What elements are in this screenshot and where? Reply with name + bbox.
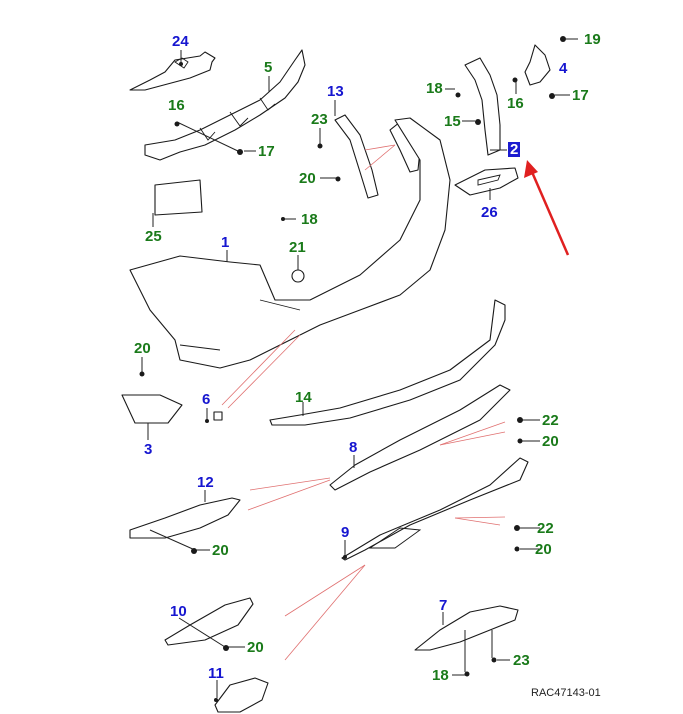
part-14-strip[interactable] bbox=[269, 299, 506, 426]
label-22[interactable]: 22 bbox=[542, 412, 559, 429]
part-2-bracket[interactable] bbox=[464, 57, 501, 156]
label-20[interactable]: 20 bbox=[299, 170, 316, 187]
label-7[interactable]: 7 bbox=[439, 597, 448, 614]
label-13[interactable]: 13 bbox=[327, 83, 344, 100]
part-25-panel[interactable] bbox=[154, 179, 203, 216]
label-20[interactable]: 20 bbox=[247, 639, 264, 656]
part-4-bracket[interactable] bbox=[524, 44, 551, 86]
leader-lines bbox=[141, 38, 578, 698]
label-24[interactable]: 24 bbox=[172, 33, 189, 50]
part-9-diffuser[interactable] bbox=[341, 457, 529, 561]
label-18[interactable]: 18 bbox=[432, 667, 449, 684]
label-23[interactable]: 23 bbox=[311, 111, 328, 128]
label-18[interactable]: 18 bbox=[426, 80, 443, 97]
part-10-bracket[interactable] bbox=[164, 597, 254, 646]
part-6-cap[interactable] bbox=[213, 411, 223, 421]
part-8-trim[interactable] bbox=[329, 384, 511, 491]
part-5-beam[interactable] bbox=[144, 49, 306, 161]
part-21-sensor[interactable] bbox=[291, 269, 305, 283]
label-10[interactable]: 10 bbox=[170, 603, 187, 620]
label-15[interactable]: 15 bbox=[444, 113, 461, 130]
label-9[interactable]: 9 bbox=[341, 524, 350, 541]
label-21[interactable]: 21 bbox=[289, 239, 306, 256]
part-11-tip[interactable] bbox=[214, 677, 269, 713]
part-7-panel[interactable] bbox=[414, 605, 519, 651]
label-19[interactable]: 19 bbox=[584, 31, 601, 48]
label-16[interactable]: 16 bbox=[168, 97, 185, 114]
label-1[interactable]: 1 bbox=[221, 234, 230, 251]
label-17[interactable]: 17 bbox=[258, 143, 275, 160]
label-5[interactable]: 5 bbox=[264, 59, 273, 76]
part-13-bracket[interactable] bbox=[334, 114, 379, 199]
label-20[interactable]: 20 bbox=[134, 340, 151, 357]
part-24-bracket[interactable] bbox=[129, 51, 216, 91]
label-20[interactable]: 20 bbox=[535, 541, 552, 558]
label-26[interactable]: 26 bbox=[481, 204, 498, 221]
label-6[interactable]: 6 bbox=[202, 391, 211, 408]
fasteners bbox=[139, 36, 566, 702]
label-20[interactable]: 20 bbox=[212, 542, 229, 559]
part-3-cover[interactable] bbox=[121, 394, 183, 424]
label-18[interactable]: 18 bbox=[301, 211, 318, 228]
reference-code: RAC47143-01 bbox=[531, 687, 601, 699]
label-23[interactable]: 23 bbox=[513, 652, 530, 669]
reference-lines bbox=[221, 144, 506, 661]
label-3[interactable]: 3 bbox=[144, 441, 153, 458]
label-22[interactable]: 22 bbox=[537, 520, 554, 537]
label-4[interactable]: 4 bbox=[559, 60, 568, 77]
part-1-bumper-cover[interactable] bbox=[129, 117, 451, 369]
label-2-highlighted[interactable]: 2 bbox=[508, 141, 521, 158]
callout-arrow bbox=[524, 160, 570, 256]
part-12-bracket[interactable] bbox=[129, 497, 241, 539]
label-17[interactable]: 17 bbox=[572, 87, 589, 104]
label-25[interactable]: 25 bbox=[145, 228, 162, 245]
label-8[interactable]: 8 bbox=[349, 439, 358, 456]
label-16[interactable]: 16 bbox=[507, 95, 524, 112]
label-11[interactable]: 11 bbox=[208, 665, 224, 682]
label-14[interactable]: 14 bbox=[295, 389, 312, 406]
label-12[interactable]: 12 bbox=[197, 474, 214, 491]
label-20[interactable]: 20 bbox=[542, 433, 559, 450]
part-26-plate[interactable] bbox=[454, 167, 519, 196]
